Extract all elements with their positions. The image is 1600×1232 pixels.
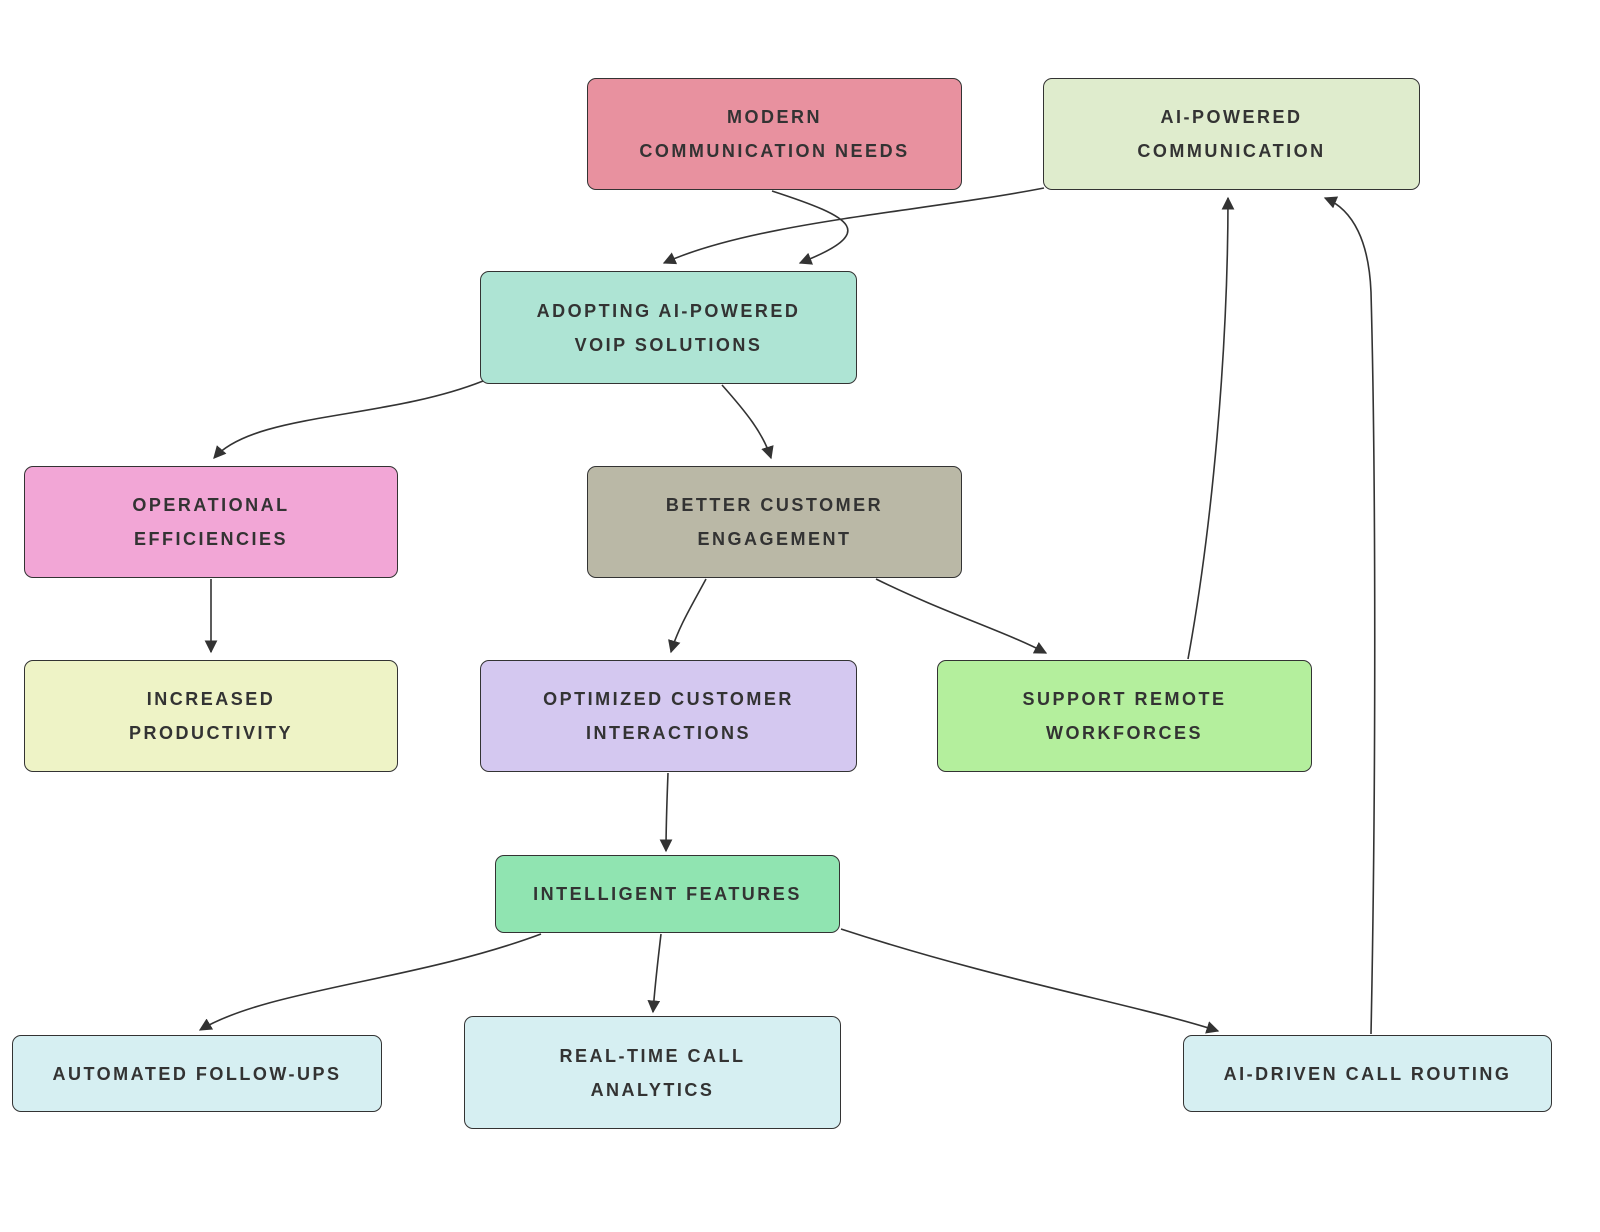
node-label: OPTIMIZED CUSTOMER INTERACTIONS: [543, 689, 794, 743]
edge-aipowered-to-voip: [662, 187, 1045, 265]
node-label: SUPPORT REMOTE WORKFORCES: [1022, 689, 1227, 743]
node-label: INCREASED PRODUCTIVITY: [128, 689, 293, 743]
node-adopting-voip-solutions: ADOPTING AI-POWERED VOIP SOLUTIONS: [480, 271, 857, 384]
edge-features-to-routing: [840, 928, 1220, 1034]
node-label: AI-POWERED COMMUNICATION: [1137, 107, 1326, 161]
edge-voip-to-engagement: [721, 384, 774, 460]
node-label: REAL-TIME CALL ANALYTICS: [559, 1045, 746, 1100]
node-label: AUTOMATED FOLLOW-UPS: [52, 1063, 342, 1084]
node-label: ADOPTING AI-POWERED VOIP SOLUTIONS: [536, 300, 801, 355]
edge-routing-to-aipowered: [1323, 196, 1376, 1035]
node-label: OPERATIONAL EFFICIENCIES: [132, 495, 290, 549]
node-label: AI-DRIVEN CALL ROUTING: [1223, 1063, 1512, 1084]
node-intelligent-features: INTELLIGENT FEATURES: [495, 855, 840, 933]
node-better-customer-engagement: BETTER CUSTOMER ENGAGEMENT: [587, 466, 962, 578]
node-label: INTELLIGENT FEATURES: [533, 884, 802, 904]
node-optimized-customer-interactions: OPTIMIZED CUSTOMER INTERACTIONS: [480, 660, 857, 772]
edge-needs-to-voip: [771, 190, 849, 265]
node-label: MODERN COMMUNICATION NEEDS: [639, 107, 910, 161]
edge-interactions-to-features: [659, 772, 673, 853]
node-ai-driven-call-routing: AI-DRIVEN CALL ROUTING: [1183, 1035, 1552, 1112]
edge-remote-to-aipowered: [1187, 196, 1235, 660]
edge-engagement-to-interactions: [668, 578, 707, 654]
edge-features-to-analytics: [647, 933, 662, 1014]
node-automated-follow-ups: AUTOMATED FOLLOW-UPS: [12, 1035, 382, 1112]
node-ai-powered-communication: AI-POWERED COMMUNICATION: [1043, 78, 1420, 190]
edge-voip-to-operational: [213, 380, 484, 459]
node-increased-productivity: INCREASED PRODUCTIVITY: [24, 660, 398, 772]
edge-engagement-to-remote: [875, 578, 1048, 654]
node-support-remote-workforces: SUPPORT REMOTE WORKFORCES: [937, 660, 1312, 772]
node-operational-efficiencies: OPERATIONAL EFFICIENCIES: [24, 466, 398, 578]
edge-features-to-followups: [198, 933, 542, 1031]
node-label: BETTER CUSTOMER ENGAGEMENT: [665, 495, 884, 549]
node-real-time-call-analytics: REAL-TIME CALL ANALYTICS: [464, 1016, 841, 1129]
node-modern-communication-needs: MODERN COMMUNICATION NEEDS: [587, 78, 962, 190]
